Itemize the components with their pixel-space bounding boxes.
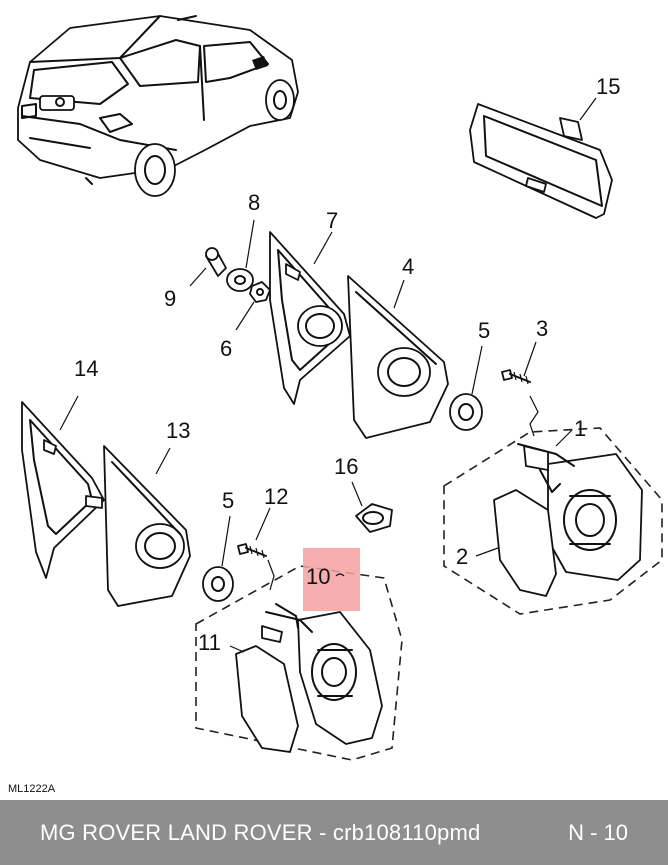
callout-8: 8	[248, 190, 260, 215]
part-16-grommet	[351, 481, 393, 533]
footer-bar: MG ROVER LAND ROVER - crb108110pmd N - 1…	[0, 800, 668, 865]
footer-title: MG ROVER LAND ROVER - crb108110pmd	[40, 820, 481, 845]
part-8-washer	[226, 219, 255, 292]
callout-7: 7	[326, 208, 338, 233]
part-14-outer-trim	[21, 395, 105, 579]
part-13-inner-cover	[103, 445, 191, 607]
part-10-mirror-assembly	[195, 565, 403, 761]
part-1-mirror-assembly	[443, 395, 663, 615]
callout-5-upper: 5	[478, 318, 490, 343]
parts-diagram: 1 2 3 4 5 5 6 7 8 9 10 11 12 13 14 15 16…	[8, 15, 663, 795]
callout-4: 4	[402, 254, 414, 279]
part-3-screw	[501, 341, 537, 385]
callout-11: 11	[198, 630, 221, 655]
callout-3: 3	[536, 316, 548, 341]
callout-labels: 1 2 3 4 5 5 6 7 8 9 10 11 12 13 14 15 16	[74, 74, 620, 655]
callout-1: 1	[574, 416, 586, 441]
callout-16: 16	[334, 454, 358, 479]
part-7-trim-panel	[269, 231, 351, 405]
part-4-inner-cover	[347, 275, 449, 439]
callout-10: 10	[306, 564, 330, 589]
callout-2: 2	[456, 544, 468, 569]
callout-9: 9	[164, 286, 176, 311]
part-2-mirror-glass	[475, 489, 557, 597]
callout-5-lower: 5	[222, 488, 234, 513]
drawing-code: ML1222A	[8, 783, 56, 795]
part-5-grommet-upper	[449, 345, 483, 431]
callout-13: 13	[166, 418, 190, 443]
callout-12: 12	[264, 484, 288, 509]
car-illustration	[17, 15, 299, 197]
part-5-grommet-lower	[202, 515, 234, 602]
callout-14: 14	[74, 356, 98, 381]
part-9-clip	[189, 247, 227, 287]
part-6-nut	[235, 281, 271, 331]
callout-15: 15	[596, 74, 620, 99]
footer-page-number: N - 10	[568, 820, 628, 845]
callout-10-highlight	[303, 548, 360, 611]
part-15-interior-mirror	[469, 97, 613, 219]
part-11-mirror-glass	[229, 645, 299, 753]
part-12-screw	[237, 507, 275, 591]
callout-6: 6	[220, 336, 232, 361]
